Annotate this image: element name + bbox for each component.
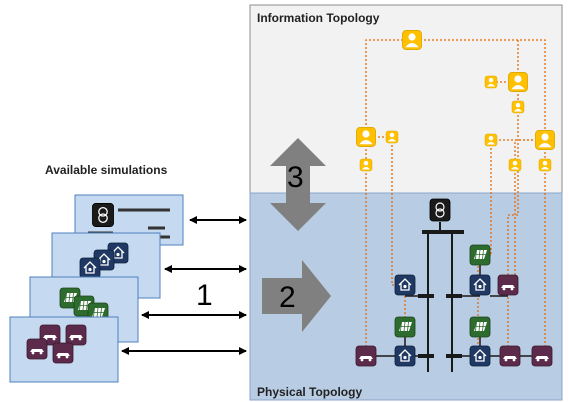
solar-panel-icon (469, 316, 491, 338)
agent-icon (538, 158, 552, 172)
electric-car-icon (531, 345, 553, 367)
available-simulations-title: Available simulations (45, 163, 168, 177)
agent-icon (507, 71, 529, 93)
step-3-label: 3 (287, 161, 304, 194)
electric-car-icon (52, 342, 74, 364)
electric-car-icon (26, 338, 48, 360)
agent-icon (484, 133, 498, 147)
agent-icon (359, 158, 373, 172)
agent-icon (385, 130, 399, 144)
transformer-icon (91, 202, 115, 228)
step-2-arrow: 2 (262, 260, 331, 332)
connection-arrows (121, 216, 247, 355)
agent-icon (355, 126, 377, 148)
solar-panel-icon (469, 244, 491, 266)
solar-panel-icon (394, 316, 416, 338)
house-icon (79, 257, 101, 279)
electric-car-icon (355, 345, 377, 367)
electric-car-icon (65, 324, 87, 346)
step-3-double-arrow: 3 (270, 138, 326, 231)
house-icon (394, 274, 416, 296)
step-2-label: 2 (279, 281, 296, 314)
information-topology-title: Information Topology (257, 11, 380, 25)
house-icon (469, 274, 491, 296)
agent-icon (484, 75, 498, 89)
physical-topology-title: Physical Topology (257, 385, 362, 399)
power-grid (376, 222, 545, 372)
agent-icon (401, 29, 423, 51)
agent-icon (508, 158, 522, 172)
simulation-card-cars (9, 316, 119, 383)
electric-car-icon (499, 345, 521, 367)
agent-icon (534, 129, 556, 151)
transformer-icon (429, 198, 451, 222)
house-icon (469, 345, 491, 367)
agent-icon (511, 100, 525, 114)
electric-car-icon (497, 274, 519, 296)
step-1-label: 1 (196, 279, 213, 312)
house-icon (394, 345, 416, 367)
